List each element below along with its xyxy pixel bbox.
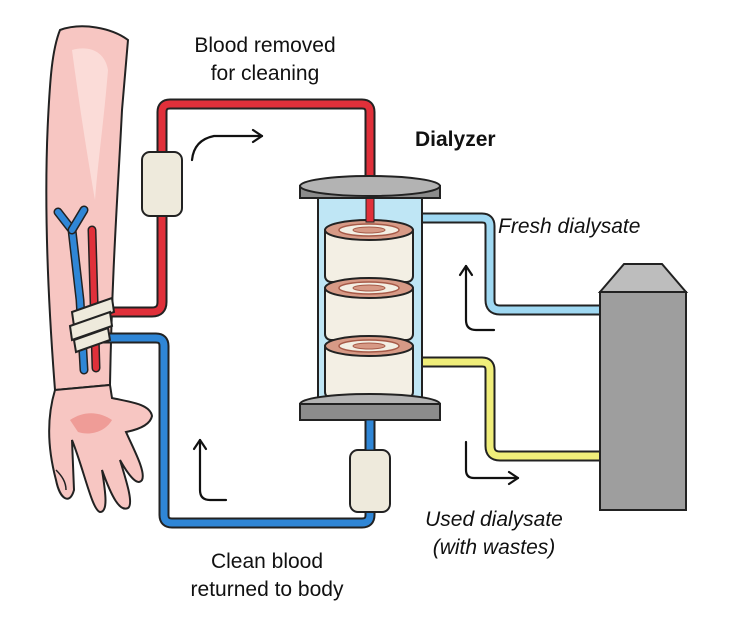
filter-module bbox=[324, 277, 414, 341]
dialyzer-outlet bbox=[365, 419, 375, 451]
label-blood-removed-line1: Blood removed bbox=[194, 34, 335, 57]
arrow-used-head bbox=[507, 470, 520, 486]
label-used-dialysate-line1: Used dialysate bbox=[425, 508, 563, 531]
arrow-top bbox=[190, 134, 264, 162]
arm bbox=[45, 25, 154, 514]
dialyzer-top-cap bbox=[299, 175, 441, 199]
dialyzer-bottom-cap bbox=[299, 393, 441, 421]
venous-pump bbox=[349, 449, 391, 513]
used-dialysate-tube bbox=[418, 358, 605, 460]
arrow-return bbox=[198, 438, 228, 502]
thumb-line bbox=[55, 469, 67, 491]
label-used-dialysate-line2: (with wastes) bbox=[433, 536, 556, 559]
label-clean-blood-line2: returned to body bbox=[191, 578, 344, 601]
dialysis-machine bbox=[597, 263, 689, 511]
label-fresh-dialysate: Fresh dialysate bbox=[498, 215, 640, 238]
label-clean-blood-line1: Clean blood bbox=[211, 550, 323, 573]
venous-tube bbox=[95, 334, 374, 527]
arrow-fresh-head bbox=[458, 264, 474, 277]
arrow-fresh bbox=[464, 264, 496, 332]
arterial-tube bbox=[95, 100, 374, 316]
hand bbox=[48, 383, 154, 514]
palm-shading bbox=[70, 413, 112, 434]
filter-module bbox=[324, 219, 414, 283]
dialyzer bbox=[299, 175, 441, 451]
arterial-pump bbox=[141, 151, 183, 217]
dialyzer-inlet bbox=[365, 195, 375, 223]
arrow-return-head bbox=[192, 438, 208, 451]
used-dialysate-tube-outline bbox=[418, 356, 605, 462]
arrow-used bbox=[464, 440, 520, 480]
arm-highlight bbox=[72, 48, 108, 200]
needle-bandage bbox=[68, 296, 116, 354]
fresh-dialysate-tube bbox=[418, 214, 605, 314]
label-blood-removed-line2: for cleaning bbox=[211, 62, 320, 85]
artery bbox=[89, 227, 99, 371]
flow-arrows bbox=[190, 128, 520, 502]
label-dialyzer: Dialyzer bbox=[415, 128, 496, 151]
arrow-top-head bbox=[251, 128, 264, 144]
vein-branch bbox=[69, 207, 87, 233]
filter-module bbox=[324, 335, 414, 399]
